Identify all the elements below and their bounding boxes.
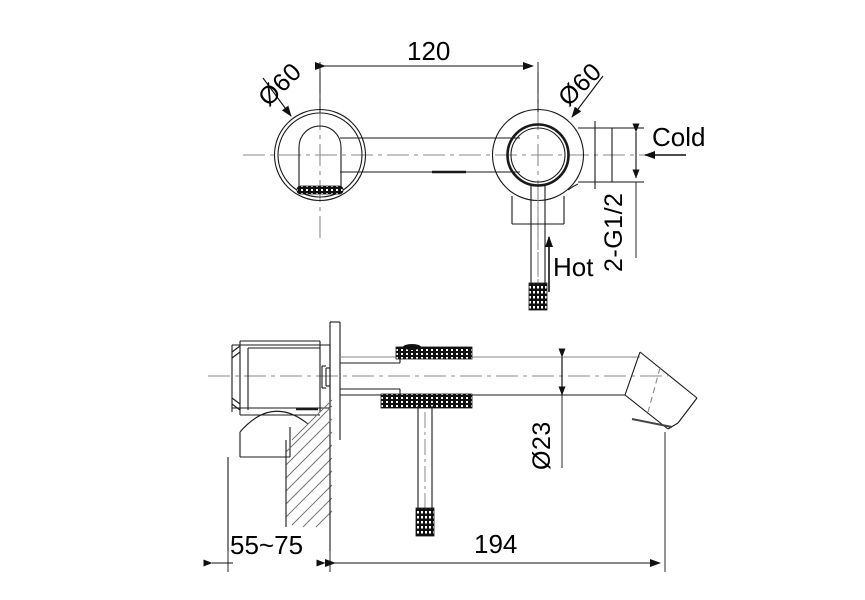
label-thread-spec: 2-G1/2 bbox=[600, 192, 628, 272]
cold-inlet-boss bbox=[567, 121, 613, 191]
wall-outline bbox=[227, 440, 331, 551]
wall-hatching bbox=[285, 399, 333, 528]
label-wall-thickness-range: 55~75 bbox=[230, 530, 304, 560]
spout-outlet bbox=[624, 351, 698, 430]
handle-lever-section bbox=[239, 410, 309, 458]
label-center-distance: 120 bbox=[407, 36, 451, 66]
leader-left-diameter bbox=[262, 77, 292, 117]
hot-tube-thread-section bbox=[415, 507, 435, 537]
front-view-group bbox=[243, 62, 686, 311]
hot-inlet-tube-section bbox=[417, 406, 433, 512]
hot-inlet-boss bbox=[511, 196, 565, 225]
dim-cold bbox=[612, 123, 686, 183]
leader-right-diameter bbox=[571, 75, 604, 118]
label-cold-inlet: Cold bbox=[652, 122, 706, 152]
hot-inlet-tube-front bbox=[530, 185, 546, 285]
hot-tube-thread-front bbox=[528, 282, 548, 311]
dim-120 bbox=[315, 62, 539, 112]
label-spout-diameter: Ø23 bbox=[528, 421, 556, 470]
label-hot-inlet: Hot bbox=[553, 252, 594, 282]
valve-body-section bbox=[231, 340, 331, 416]
dim-bottom bbox=[203, 432, 666, 572]
right-flange bbox=[491, 108, 585, 202]
wall-plate bbox=[321, 321, 341, 440]
spout-thread-band-lower bbox=[380, 393, 473, 409]
connecting-arm bbox=[340, 137, 520, 174]
spout-thread-band-upper bbox=[395, 346, 473, 360]
handle-knurl-band bbox=[296, 185, 344, 195]
side-section-view-group bbox=[203, 321, 698, 572]
label-spout-projection: 194 bbox=[474, 529, 518, 559]
